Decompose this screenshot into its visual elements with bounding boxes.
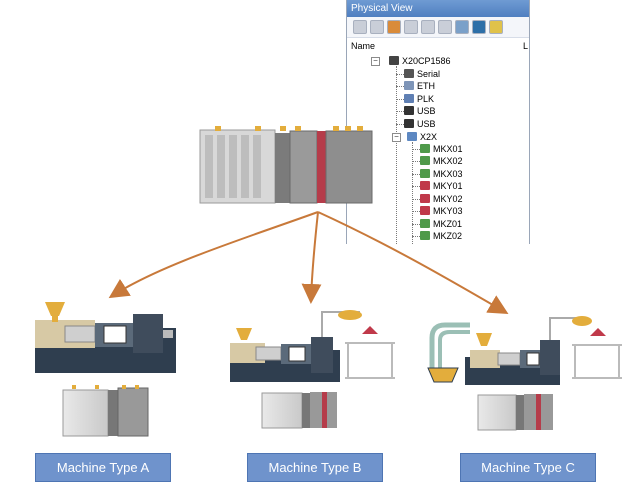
tree-node-label: X2X: [420, 132, 438, 142]
tree-node-mkx02[interactable]: MKX02: [420, 155, 463, 167]
tree-node-usb-2[interactable]: USB: [404, 118, 436, 130]
usb-icon: [404, 119, 414, 128]
tree-node-label: MKX01: [433, 144, 463, 154]
tree-node-label: MKY02: [433, 194, 463, 204]
plc-controller-a: [62, 385, 149, 437]
tree-node-plk[interactable]: PLK: [404, 93, 434, 105]
tree-node-mkz02[interactable]: MKZ02: [420, 230, 462, 242]
tree-node-label: Serial: [417, 69, 441, 79]
module-error-icon: [420, 181, 430, 190]
tree-node-label: MKY03: [433, 206, 463, 216]
machine-type-a-label: Machine Type A: [35, 453, 171, 482]
column-header: Name L: [347, 40, 529, 53]
machine-type-c-label: Machine Type C: [460, 453, 596, 482]
machine-b-illustration: [230, 310, 395, 382]
machine-a-illustration: [35, 302, 176, 373]
module-ok-icon: [420, 156, 430, 165]
tree-node-mkx03[interactable]: MKX03: [420, 168, 463, 180]
powerlink-icon: [404, 94, 414, 103]
module-error-icon: [420, 194, 430, 203]
tree-node-root[interactable]: X20CP1586: [389, 55, 451, 67]
column-l[interactable]: L: [523, 41, 529, 51]
tree-node-label: USB: [417, 106, 436, 116]
machine-c-illustration: [427, 316, 622, 385]
tree-node-serial[interactable]: Serial: [404, 68, 440, 80]
toolbar-button-3[interactable]: [387, 20, 401, 34]
machine-type-b-label: Machine Type B: [247, 453, 383, 482]
module-ok-icon: [420, 169, 430, 178]
column-name[interactable]: Name: [351, 41, 376, 51]
tree-node-label: MKX03: [433, 169, 463, 179]
tree-node-label: MKZ01: [433, 219, 463, 229]
serial-icon: [404, 69, 414, 78]
module-ok-icon: [420, 219, 430, 228]
plc-controller-c: [477, 394, 553, 431]
toolbar-button-7[interactable]: [455, 20, 469, 34]
toolbar-button-5[interactable]: [421, 20, 435, 34]
plc-controller-main: [199, 126, 373, 204]
tree-node-mky01[interactable]: MKY01: [420, 180, 463, 192]
physical-view-panel: Physical View Name L − X20CP1586 Serial …: [346, 0, 530, 244]
toolbar-button-9[interactable]: [489, 20, 503, 34]
tree-node-label: MKZ02: [433, 231, 463, 241]
usb-icon: [404, 106, 414, 115]
tree-node-label: ETH: [417, 81, 435, 91]
toolbar-button-8[interactable]: [472, 20, 486, 34]
tree-node-label: X20CP1586: [402, 56, 451, 66]
ethernet-icon: [404, 81, 414, 90]
module-ok-icon: [420, 231, 430, 240]
arrow-to-machine-b: [301, 211, 322, 304]
tree-node-label: MKX02: [433, 156, 463, 166]
toolbar-button-6[interactable]: [438, 20, 452, 34]
x2x-icon: [407, 132, 417, 141]
tree-node-eth[interactable]: ETH: [404, 80, 435, 92]
panel-toolbar: [347, 17, 529, 38]
toolbar-button-4[interactable]: [404, 20, 418, 34]
tree-node-mkz01[interactable]: MKZ01: [420, 218, 462, 230]
toolbar-button-1[interactable]: [353, 20, 367, 34]
tree-node-x2x[interactable]: X2X: [407, 131, 437, 143]
arrows: [108, 211, 509, 315]
module-ok-icon: [420, 144, 430, 153]
expand-root-toggle[interactable]: −: [371, 57, 380, 66]
cpu-icon: [389, 56, 399, 65]
expand-x2x-toggle[interactable]: −: [392, 133, 401, 142]
module-error-icon: [420, 206, 430, 215]
panel-title: Physical View: [347, 0, 529, 17]
tree-node-label: USB: [417, 119, 436, 129]
arrow-to-machine-c: [317, 211, 509, 315]
tree-node-mky02[interactable]: MKY02: [420, 193, 463, 205]
arrow-to-machine-a: [108, 211, 319, 299]
plc-controller-b: [261, 392, 337, 429]
tree-node-usb-1[interactable]: USB: [404, 105, 436, 117]
tree-node-mky03[interactable]: MKY03: [420, 205, 463, 217]
tree-node-label: PLK: [417, 94, 435, 104]
toolbar-button-2[interactable]: [370, 20, 384, 34]
tree-node-label: MKY01: [433, 181, 463, 191]
tree-node-mkx01[interactable]: MKX01: [420, 143, 463, 155]
